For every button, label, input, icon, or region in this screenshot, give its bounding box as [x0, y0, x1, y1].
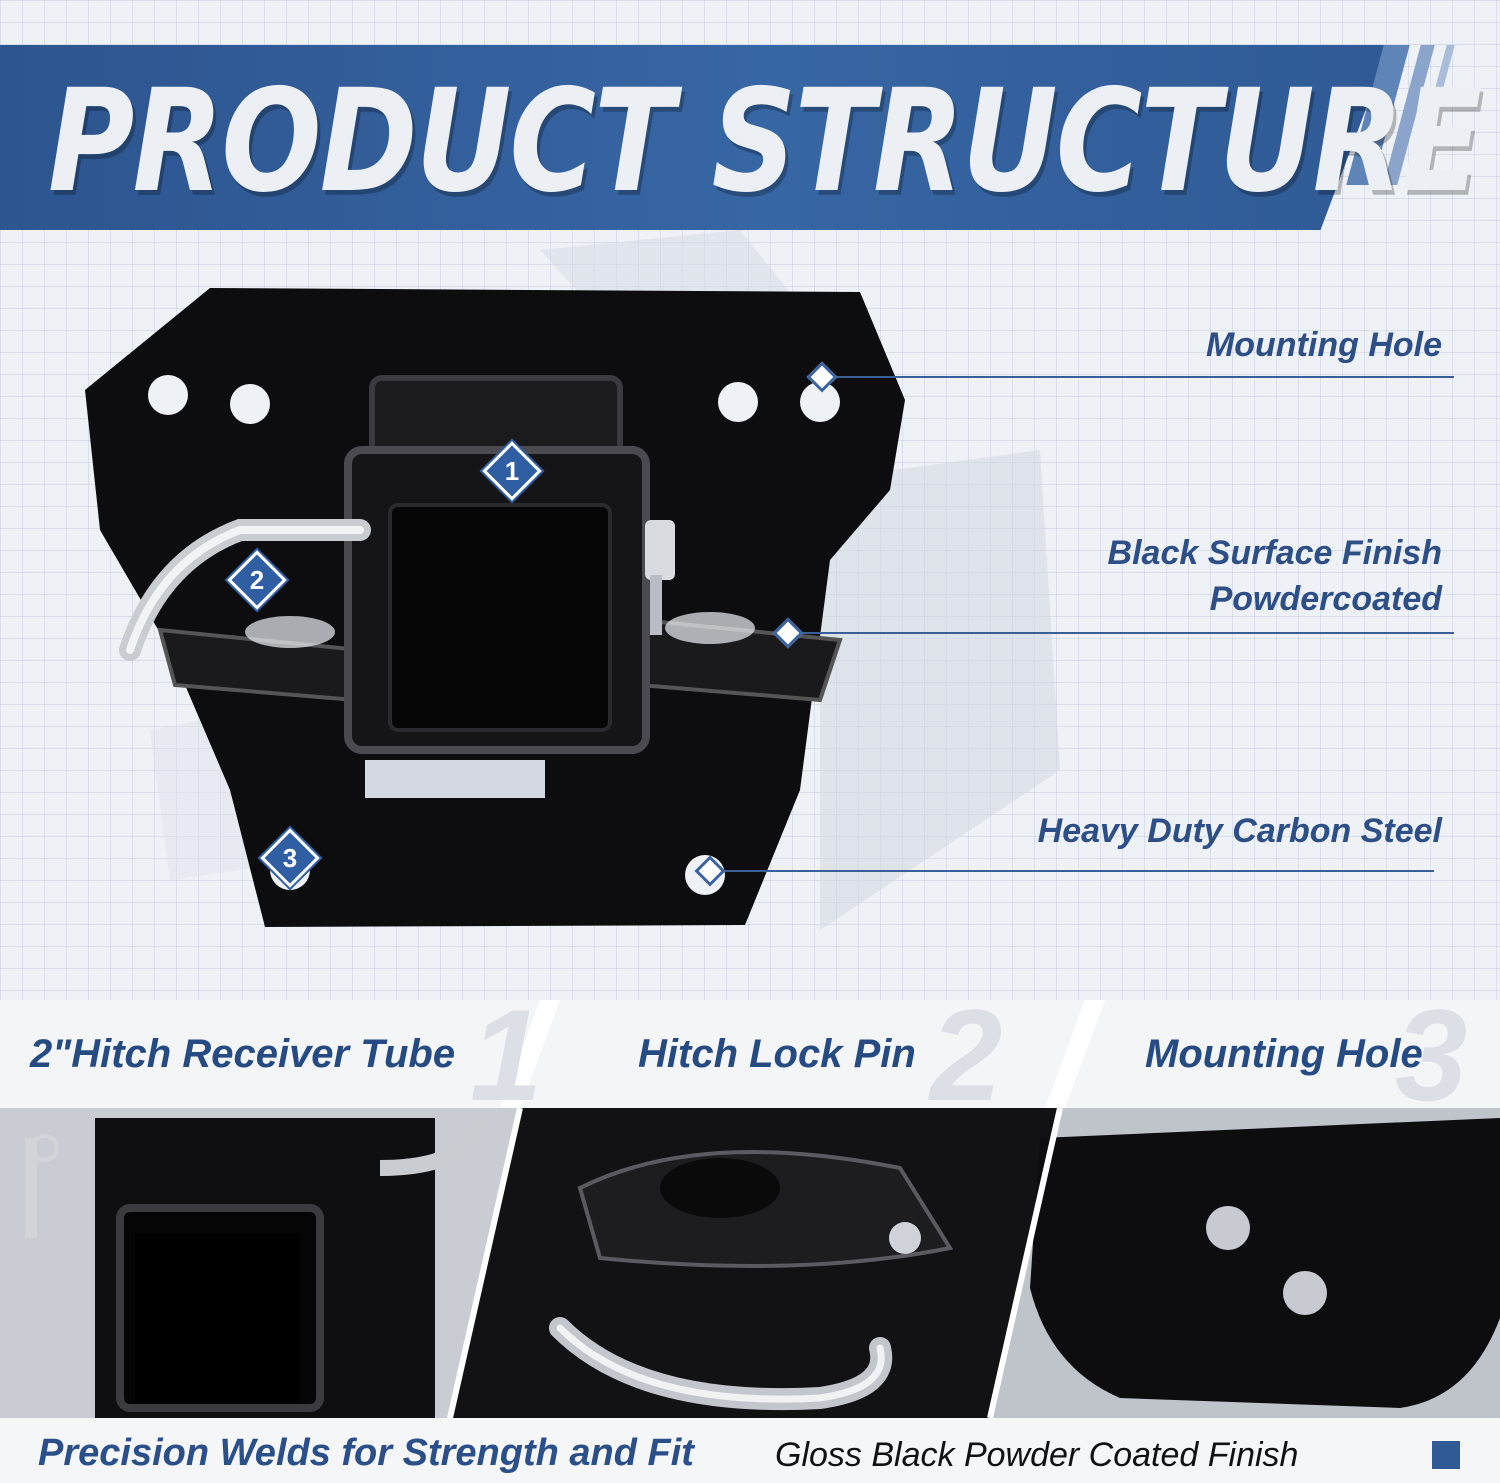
callout-line-text: Powdercoated — [1209, 580, 1442, 618]
callout-leader-line — [798, 632, 1454, 634]
feature-band-dividers — [500, 1000, 1105, 1108]
feature-band — [0, 1000, 1500, 1108]
callout-leader-line — [720, 870, 1434, 872]
header-banner — [0, 45, 1390, 230]
footer-feature-welds: Precision Welds for Strength and Fit — [38, 1432, 694, 1474]
feature-number-1: 1 — [470, 982, 543, 1128]
feature-label-1: 2"Hitch Receiver Tube — [30, 1032, 456, 1076]
feature-label-3: Mounting Hole — [1145, 1032, 1423, 1076]
callout-line-text: Heavy Duty Carbon Steel — [1037, 812, 1442, 850]
callout-line-text: Mounting Hole — [1205, 326, 1442, 364]
footer-feature-finish: Gloss Black Powder Coated Finish — [775, 1436, 1299, 1474]
feature-number-3: 3 — [1395, 982, 1468, 1128]
callout-surface-finish: Black Surface Finish Powdercoated — [1108, 530, 1442, 622]
footer-accent-square — [1432, 1441, 1460, 1469]
callout-mounting-hole: Mounting Hole — [1206, 322, 1442, 368]
footer-bar — [0, 1418, 1500, 1483]
page-title: PRODUCT STRUCTURE — [48, 58, 1482, 224]
callout-carbon-steel: Heavy Duty Carbon Steel — [1038, 808, 1442, 854]
hitch-product-image — [85, 288, 905, 927]
feature-number-2: 2 — [930, 982, 1003, 1128]
callout-line-text: Black Surface Finish — [1107, 534, 1442, 572]
feature-label-2: Hitch Lock Pin — [638, 1032, 916, 1076]
callout-leader-line — [832, 376, 1454, 378]
detail-photos — [0, 1108, 1500, 1418]
